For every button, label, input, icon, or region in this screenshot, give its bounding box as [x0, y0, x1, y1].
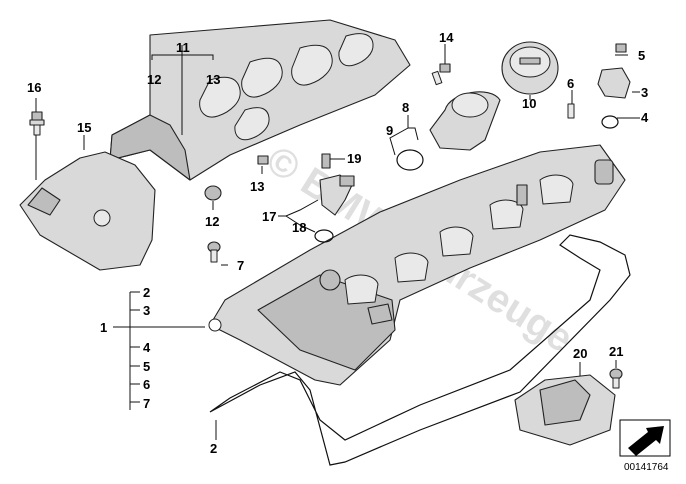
cover-gasket [209, 234, 631, 466]
callout-8: 8 [402, 100, 409, 115]
sensor-3 [597, 67, 631, 99]
callout-10: 10 [522, 96, 536, 111]
callout-5-list: 5 [143, 359, 150, 374]
screw-21 [609, 368, 623, 389]
bolt-6 [567, 103, 575, 119]
callout-17: 17 [262, 209, 276, 224]
callout-4-list: 4 [143, 340, 151, 355]
callout-6-list: 6 [143, 377, 150, 392]
callout-15: 15 [77, 120, 91, 135]
bolt-19 [321, 153, 331, 169]
callout-13: 13 [250, 179, 264, 194]
callouts: 11 12 13 16 15 13 12 7 14 5 3 4 6 10 8 9… [27, 30, 649, 456]
callout-9: 9 [386, 123, 393, 138]
callout-19: 19 [347, 151, 361, 166]
callout-12: 12 [205, 214, 219, 229]
control-unit [514, 374, 616, 446]
callout-21: 21 [609, 344, 623, 359]
bolt-14 [431, 63, 451, 86]
callout-2-list: 2 [143, 285, 150, 300]
seal-ring-9 [396, 149, 424, 171]
oil-filler-cap [501, 41, 559, 95]
callout-3-list: 3 [143, 303, 150, 318]
callout-18: 18 [292, 220, 306, 235]
engine-cover [109, 19, 411, 181]
document-number: 00141764 [624, 462, 669, 473]
callout-12-top: 12 [147, 72, 161, 87]
seal-ring-18 [314, 229, 334, 243]
seal-ring-4 [601, 115, 619, 129]
callout-16: 16 [27, 80, 41, 95]
callout-5: 5 [638, 48, 645, 63]
bolt-16 [29, 111, 45, 136]
sensor-17 [319, 174, 355, 216]
callout-11: 11 [176, 40, 190, 55]
callout-14: 14 [439, 30, 454, 45]
callout-7: 7 [237, 258, 244, 273]
callout-1: 1 [100, 320, 107, 335]
callout-7-list: 7 [143, 396, 150, 411]
bolt-7 [207, 241, 221, 263]
cylinder-head-cover [208, 144, 626, 386]
grommet-12 [204, 185, 222, 201]
cover-cap [19, 151, 156, 271]
leader-lines [35, 44, 640, 440]
callout-13-top: 13 [206, 72, 220, 87]
callout-6: 6 [567, 76, 574, 91]
clip-13 [257, 155, 269, 165]
screw-5 [615, 43, 627, 53]
callout-4: 4 [641, 110, 649, 125]
callout-2: 2 [210, 441, 217, 456]
filler-neck [429, 91, 501, 151]
arrow-box-icon [619, 419, 671, 457]
callout-20: 20 [573, 346, 587, 361]
callout-3: 3 [641, 85, 648, 100]
